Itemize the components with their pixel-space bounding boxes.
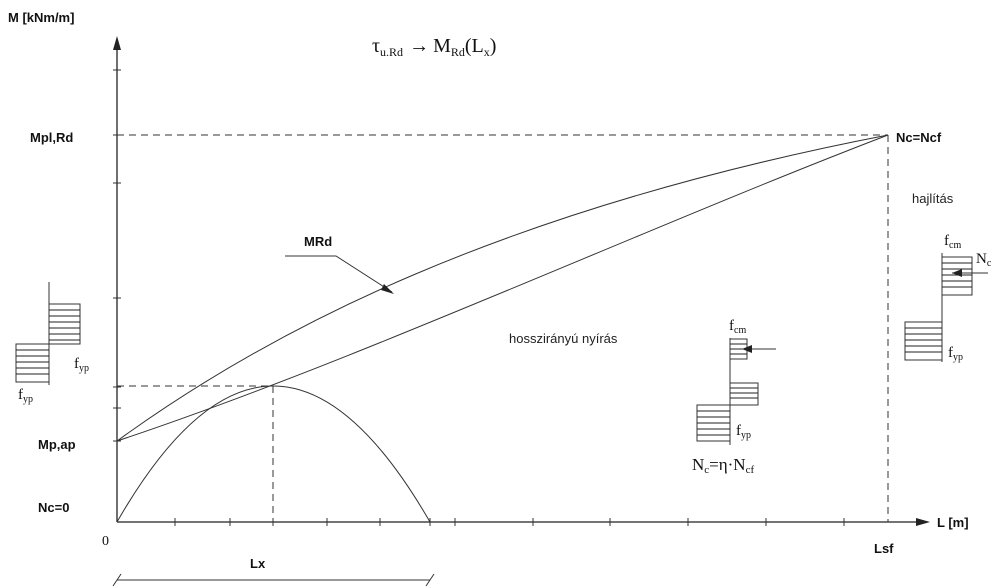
label-mrd: MRd: [304, 234, 332, 249]
y-axis-arrow: [113, 36, 121, 50]
middle-stress-block: [696, 338, 776, 445]
middle-fyp: fyp: [736, 423, 751, 441]
right-nc-arrowhead: [952, 269, 962, 277]
origin-label: 0: [102, 534, 109, 549]
right-fcm: fcm: [944, 233, 961, 251]
middle-nc-arrowhead: [742, 345, 752, 353]
formula-tau-sub: u.Rd: [380, 45, 403, 59]
x-ticks: [174, 518, 845, 526]
right-stress-block: [904, 253, 988, 362]
formula-m-sub: Rd: [451, 45, 465, 59]
x-axis-arrow: [916, 518, 930, 526]
formula-paren-close: ): [490, 35, 497, 57]
mrd-upper-curve: [116, 134, 889, 442]
mrd-leader-arrow: [381, 284, 394, 294]
middle-nc-equation: Nc=η·Ncf: [692, 455, 754, 476]
label-end: Nc=Ncf: [896, 130, 942, 145]
label-mp-ap: Mp,ap: [38, 437, 76, 452]
formula-m: M: [433, 35, 451, 57]
label-bending-region: hajlítás: [912, 191, 954, 206]
label-nc0: Nc=0: [38, 500, 69, 515]
formula-tau: τ: [372, 35, 380, 57]
formula-arrow: →: [409, 35, 429, 57]
mrd-lower-line: [116, 134, 889, 442]
right-fyp: fyp: [948, 345, 963, 363]
middle-fcm: fcm: [729, 318, 746, 336]
label-lsf: Lsf: [874, 541, 894, 556]
left-stress-block: [15, 282, 81, 385]
right-nc: Nc: [976, 251, 992, 269]
formula-paren-open: (L: [465, 35, 484, 57]
label-shear-region: hosszirányú nyírás: [509, 331, 618, 346]
formula-title: τu.Rd →MRd(Lx): [372, 35, 496, 59]
left-fyp-top: fyp: [74, 356, 89, 374]
lx-dim-tick-right: [425, 573, 435, 587]
label-lx: Lx: [250, 556, 266, 571]
x-axis-label: L [m]: [937, 515, 969, 530]
formula-lx-sub: x: [484, 45, 490, 59]
lx-dim-tick-left: [112, 573, 122, 587]
y-axis-label: M [kNm/m]: [8, 10, 74, 25]
label-mpl-rd: Mpl,Rd: [30, 130, 73, 145]
shear-parabola: [116, 385, 431, 523]
mrd-leader: [285, 255, 393, 293]
left-fyp-bottom: fyp: [18, 387, 33, 405]
